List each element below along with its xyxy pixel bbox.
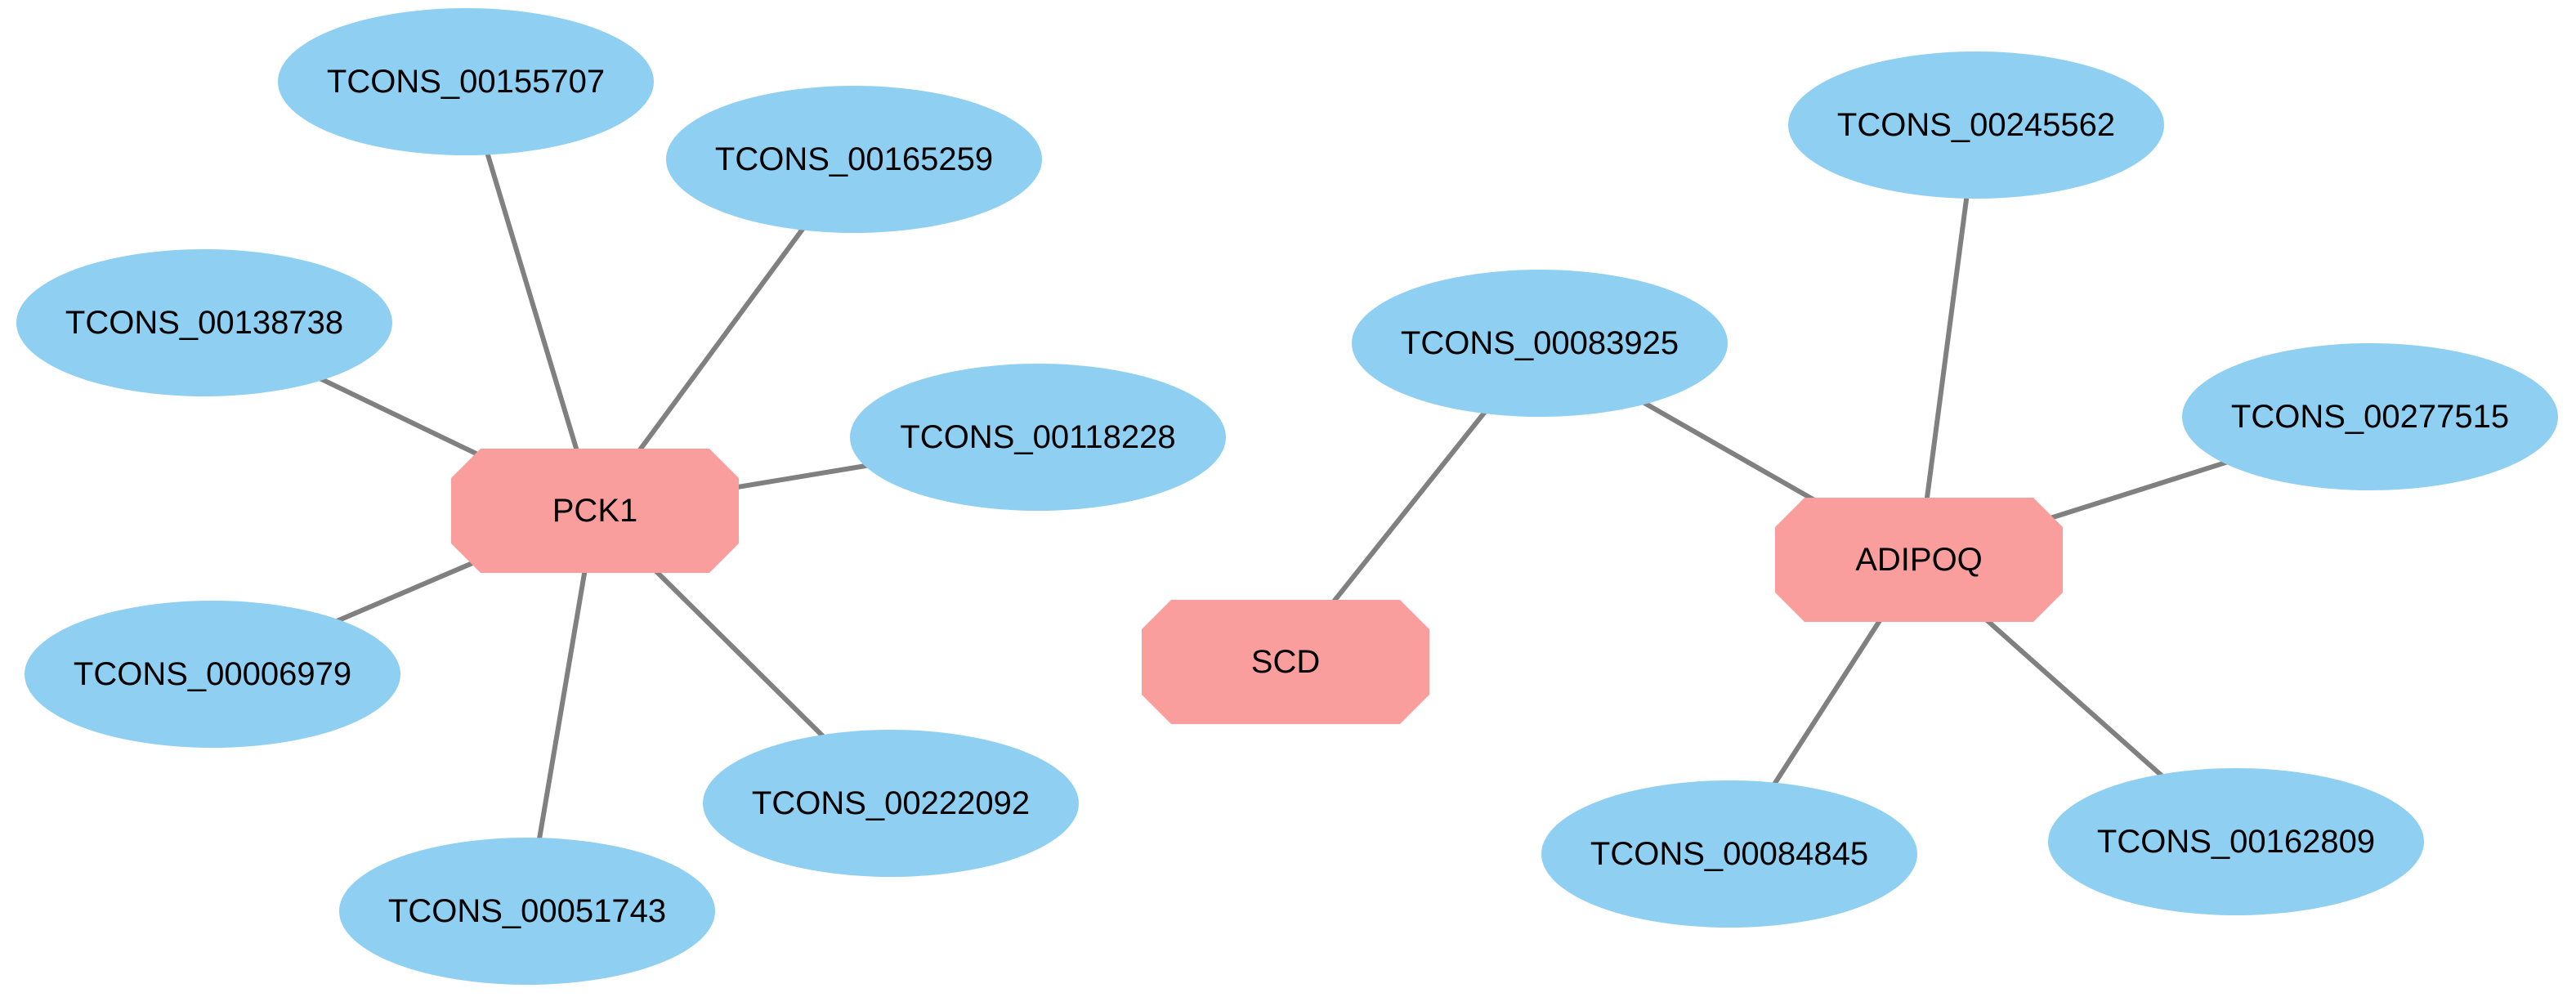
lncrna-node-tcons_00006979[interactable]: TCONS_00006979 <box>25 601 400 748</box>
lncrna-ellipse <box>2048 768 2424 915</box>
lncrna-ellipse <box>339 838 715 985</box>
lncrna-node-tcons_00222092[interactable]: TCONS_00222092 <box>703 730 1079 877</box>
node-label: TCONS_00118228 <box>900 419 1175 455</box>
node-label: SCD <box>1251 644 1320 680</box>
lncrna-ellipse <box>25 601 400 748</box>
node-label: TCONS_00155707 <box>327 64 605 100</box>
node-label: TCONS_00138738 <box>65 305 343 341</box>
gene-node-scd[interactable]: SCD <box>1142 600 1429 724</box>
gene-octagon <box>1775 498 2063 622</box>
node-label: TCONS_00277515 <box>2231 399 2509 435</box>
lncrna-node-tcons_00165259[interactable]: TCONS_00165259 <box>666 86 1042 233</box>
node-label: PCK1 <box>552 493 638 529</box>
gene-node-pck1[interactable]: PCK1 <box>451 449 739 573</box>
node-label: TCONS_00222092 <box>752 785 1030 821</box>
lncrna-ellipse <box>1352 270 1728 417</box>
node-label: TCONS_00162809 <box>2097 824 2375 860</box>
node-label: TCONS_00165259 <box>715 141 993 177</box>
lncrna-ellipse <box>703 730 1079 877</box>
lncrna-node-tcons_00162809[interactable]: TCONS_00162809 <box>2048 768 2424 915</box>
node-label: TCONS_00083925 <box>1401 325 1679 361</box>
lncrna-ellipse <box>1541 780 1917 928</box>
lncrna-ellipse <box>16 249 392 396</box>
node-label: TCONS_00006979 <box>74 656 351 692</box>
lncrna-node-tcons_00245562[interactable]: TCONS_00245562 <box>1788 51 2164 199</box>
node-label: TCONS_00051743 <box>388 893 666 929</box>
lncrna-node-tcons_00051743[interactable]: TCONS_00051743 <box>339 838 715 985</box>
node-label: TCONS_00245562 <box>1837 107 2115 143</box>
lncrna-node-tcons_00084845[interactable]: TCONS_00084845 <box>1541 780 1917 928</box>
lncrna-ellipse <box>1788 51 2164 199</box>
nodes-layer: TCONS_00155707TCONS_00165259TCONS_001387… <box>16 8 2558 985</box>
lncrna-node-tcons_00118228[interactable]: TCONS_00118228 <box>850 364 1226 511</box>
lncrna-node-tcons_00083925[interactable]: TCONS_00083925 <box>1352 270 1728 417</box>
lncrna-ellipse <box>2182 343 2558 490</box>
lncrna-ellipse <box>666 86 1042 233</box>
lncrna-node-tcons_00277515[interactable]: TCONS_00277515 <box>2182 343 2558 490</box>
node-label: ADIPOQ <box>1855 542 1983 578</box>
lncrna-node-tcons_00138738[interactable]: TCONS_00138738 <box>16 249 392 396</box>
lncrna-ellipse <box>850 364 1226 511</box>
node-label: TCONS_00084845 <box>1590 836 1868 872</box>
gene-octagon <box>1142 600 1429 724</box>
lncrna-node-tcons_00155707[interactable]: TCONS_00155707 <box>278 8 654 155</box>
lncrna-ellipse <box>278 8 654 155</box>
gene-node-adipoq[interactable]: ADIPOQ <box>1775 498 2063 622</box>
gene-octagon <box>451 449 739 573</box>
